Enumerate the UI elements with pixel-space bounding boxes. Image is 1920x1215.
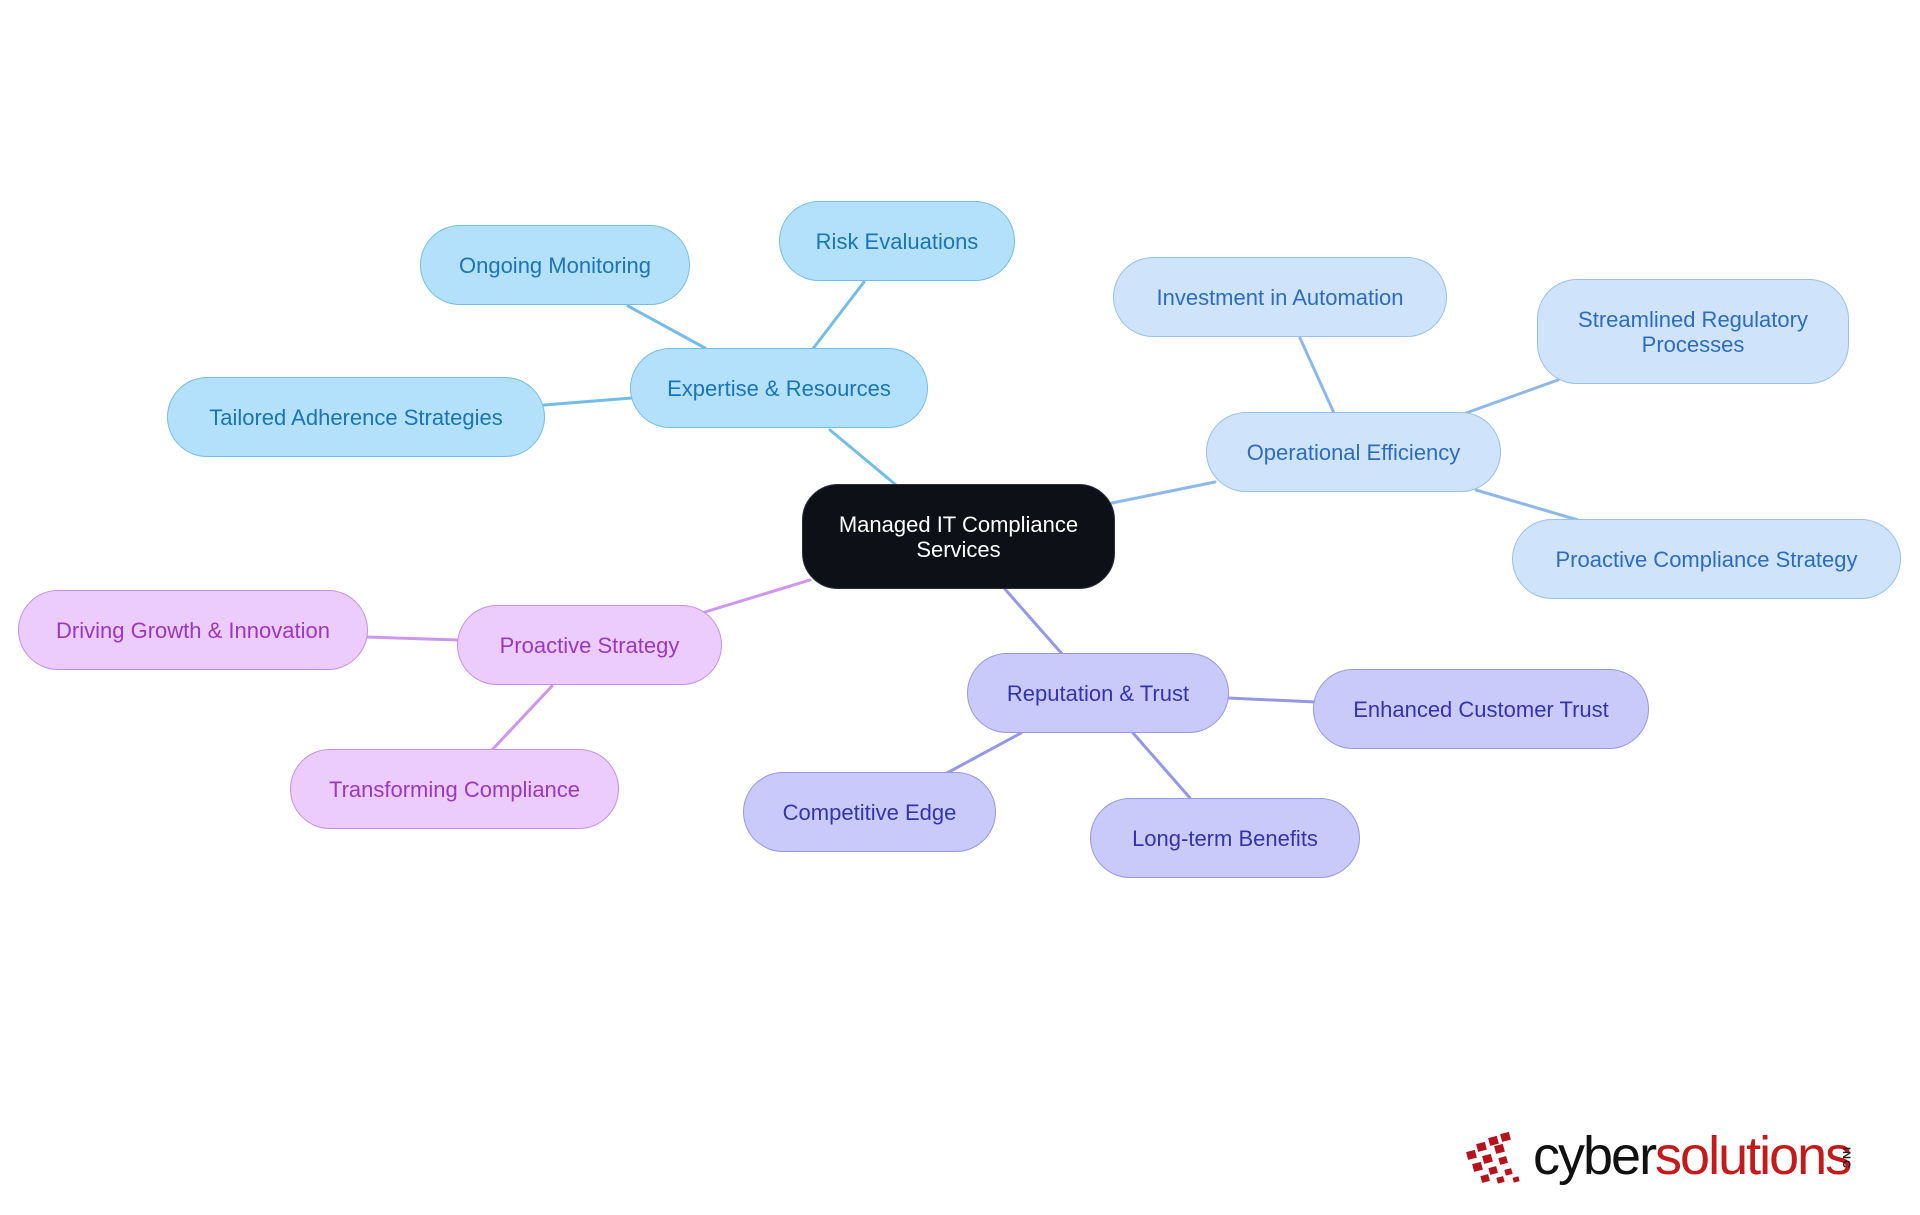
root-label-line-1: Managed IT Compliance [838, 511, 1079, 537]
leaf-transforming-compliance[interactable]: Transforming Compliance [290, 749, 619, 829]
root-node[interactable]: Managed IT Compliance Services [802, 484, 1115, 589]
branch-operational-efficiency[interactable]: Operational Efficiency [1206, 412, 1501, 492]
root-label-line-2: Services [916, 536, 1001, 562]
logo-wordmark: cybersolutions [1533, 1125, 1852, 1187]
logo-text-solutions: solutions [1655, 1126, 1852, 1186]
leaf-risk-evaluations[interactable]: Risk Evaluations [779, 201, 1015, 281]
streamlined-line-1: Streamlined Regulatory [1578, 306, 1808, 332]
edge-operational-streamlined [1464, 378, 1560, 415]
logo-mark-icon [1466, 1131, 1520, 1184]
edge-operational-proactive [1474, 488, 1580, 522]
leaf-streamlined-regulatory-processes[interactable]: Streamlined Regulatory Processes [1537, 279, 1849, 384]
branch-reputation-trust[interactable]: Reputation & Trust [967, 653, 1229, 733]
edge-proactive-transforming [490, 684, 554, 752]
leaf-investment-in-automation[interactable]: Investment in Automation [1113, 257, 1447, 337]
logo-inc: INC [1840, 1147, 1852, 1169]
branch-expertise-resources[interactable]: Expertise & Resources [630, 348, 928, 428]
edge-reputation-competitive [945, 731, 1023, 775]
logo-text-cyber: cyber [1533, 1126, 1657, 1186]
leaf-driving-growth-innovation[interactable]: Driving Growth & Innovation [18, 590, 368, 670]
edge-expertise-tailored [542, 396, 634, 407]
leaf-long-term-benefits[interactable]: Long-term Benefits [1090, 798, 1360, 878]
edge-expertise-risk [810, 280, 866, 352]
edge-reputation-longterm [1131, 731, 1192, 800]
edge-proactive-growth [365, 635, 460, 642]
leaf-ongoing-monitoring[interactable]: Ongoing Monitoring [420, 225, 690, 305]
edge-reputation-trust [1226, 696, 1318, 704]
leaf-tailored-adherence-strategies[interactable]: Tailored Adherence Strategies [167, 377, 545, 457]
edge-root-operational [1110, 480, 1217, 505]
streamlined-line-2: Processes [1641, 331, 1745, 357]
cybersolutions-logo: cybersolutions INC [1465, 1125, 1865, 1195]
branch-proactive-strategy[interactable]: Proactive Strategy [457, 605, 722, 685]
edge-operational-investment [1298, 336, 1336, 415]
leaf-enhanced-customer-trust[interactable]: Enhanced Customer Trust [1313, 669, 1649, 749]
edge-expertise-monitoring [626, 304, 707, 350]
leaf-proactive-compliance-strategy[interactable]: Proactive Compliance Strategy [1512, 519, 1901, 599]
edge-root-proactive [703, 578, 812, 614]
edge-root-reputation [1002, 586, 1065, 657]
edge-root-expertise [828, 428, 898, 487]
leaf-competitive-edge[interactable]: Competitive Edge [743, 772, 996, 852]
